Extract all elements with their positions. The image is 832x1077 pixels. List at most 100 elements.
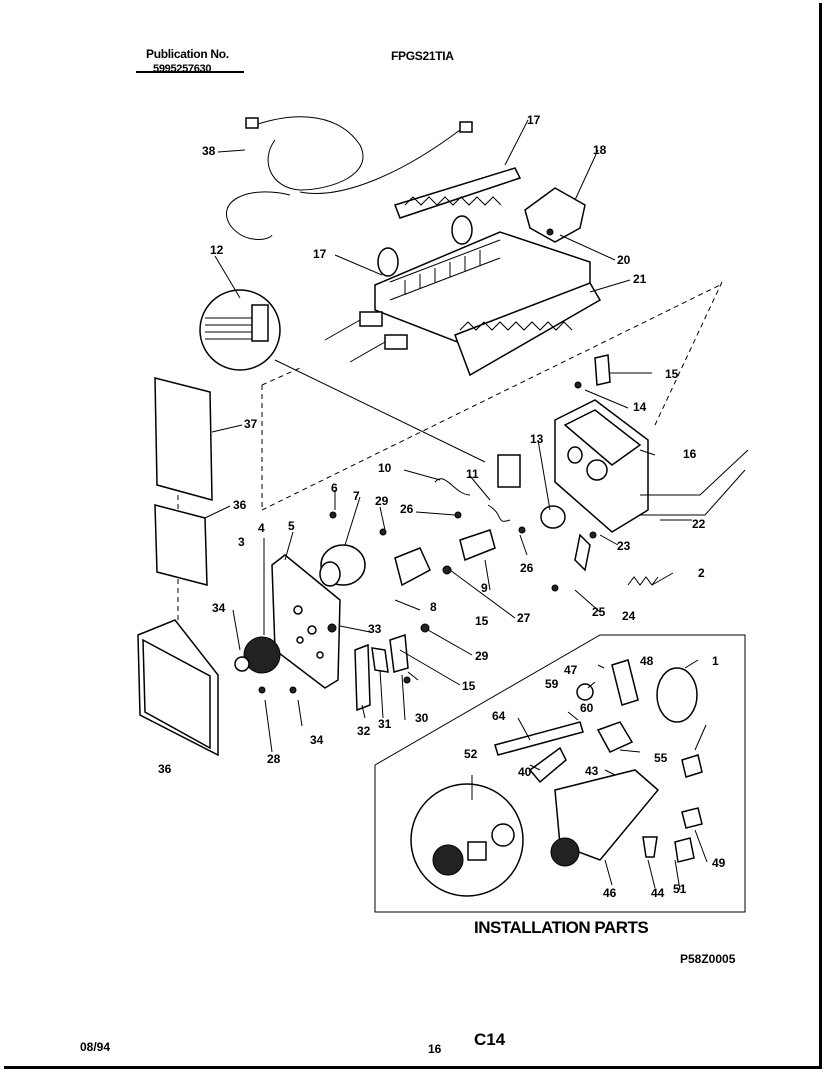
water-valve-part bbox=[550, 769, 660, 867]
part-label: 44 bbox=[651, 886, 665, 900]
bearing-part bbox=[459, 529, 496, 562]
part-label: 20 bbox=[617, 253, 631, 267]
part-label: 1 bbox=[712, 654, 719, 668]
part-label: 55 bbox=[654, 751, 668, 765]
grommet-part bbox=[576, 683, 594, 701]
part-label: 14 bbox=[633, 400, 647, 414]
part-label: 22 bbox=[692, 517, 706, 531]
leader-lines bbox=[204, 119, 708, 891]
ejector-part bbox=[394, 167, 522, 219]
connector-inset bbox=[199, 289, 486, 463]
installation-inset-frame bbox=[374, 634, 746, 913]
instruction-card-part bbox=[154, 377, 213, 501]
part-label: 13 bbox=[530, 432, 544, 446]
housing-part bbox=[137, 619, 219, 757]
part-label: 15 bbox=[665, 367, 679, 381]
part-label: 10 bbox=[378, 461, 392, 475]
dashed-outline-upper bbox=[261, 284, 721, 511]
plug-part bbox=[642, 836, 658, 858]
part-label: 8 bbox=[430, 600, 437, 614]
part-label: 48 bbox=[640, 654, 654, 668]
gear-part bbox=[234, 636, 281, 674]
lever-arm-part bbox=[574, 533, 591, 572]
publication-label: Publication No. bbox=[146, 47, 229, 61]
part-label: 16 bbox=[683, 447, 697, 461]
part-label: 36 bbox=[158, 762, 172, 776]
support-plate-part bbox=[271, 554, 341, 689]
header-rule bbox=[136, 71, 244, 73]
control-housing-part bbox=[554, 399, 749, 533]
part-label: 34 bbox=[310, 733, 324, 747]
model-number: FPGS21TIA bbox=[391, 49, 454, 63]
footer-section-code: C14 bbox=[474, 1030, 506, 1049]
part-label: 52 bbox=[464, 747, 478, 761]
page-frame bbox=[4, 3, 822, 1069]
switch-part bbox=[594, 354, 611, 386]
part-label: 18 bbox=[593, 143, 607, 157]
clamp-part bbox=[681, 807, 703, 829]
part-label: 7 bbox=[353, 489, 360, 503]
compression-nut-part bbox=[596, 721, 634, 753]
valve-detail-inset bbox=[410, 783, 524, 897]
dashed-outline-right bbox=[654, 281, 723, 426]
part-label: 11 bbox=[466, 467, 479, 481]
part-label: 32 bbox=[357, 724, 371, 738]
part-label: 12 bbox=[210, 243, 224, 257]
part-label: 30 bbox=[415, 711, 429, 725]
tubing-clamp-part bbox=[656, 667, 698, 723]
motor-part bbox=[319, 544, 366, 587]
clamp-part bbox=[681, 754, 703, 778]
part-label: 3 bbox=[238, 535, 245, 549]
spring-clip-part bbox=[434, 478, 471, 496]
part-label: 33 bbox=[368, 622, 382, 636]
part-label: 26 bbox=[520, 561, 534, 575]
part-label: 64 bbox=[492, 709, 506, 723]
part-labels: 38 17 18 20 17 21 12 15 14 37 16 36 10 1… bbox=[158, 113, 726, 900]
switch-part bbox=[389, 633, 409, 673]
card-part bbox=[154, 504, 208, 586]
part-label: 15 bbox=[462, 679, 476, 693]
bracket-part bbox=[524, 187, 586, 243]
part-label: 43 bbox=[585, 764, 599, 778]
part-label: 36 bbox=[233, 498, 247, 512]
part-label: 6 bbox=[331, 481, 338, 495]
part-label: 29 bbox=[375, 494, 389, 508]
part-label: 24 bbox=[622, 609, 636, 623]
wire-clip-part bbox=[487, 504, 511, 522]
part-label: 47 bbox=[564, 663, 578, 677]
cable-clip-part bbox=[674, 837, 695, 863]
part-label: 23 bbox=[617, 539, 631, 553]
footer-page-number: 16 bbox=[428, 1042, 442, 1056]
part-label: 21 bbox=[633, 272, 647, 286]
part-label: 17 bbox=[313, 247, 327, 261]
part-label: 17 bbox=[527, 113, 541, 127]
part-label: 31 bbox=[378, 717, 392, 731]
screws bbox=[258, 228, 597, 694]
footer-date: 08/94 bbox=[80, 1040, 111, 1054]
part-label: 4 bbox=[258, 521, 265, 535]
part-label: 37 bbox=[244, 417, 258, 431]
spring-part bbox=[627, 576, 659, 586]
shield-part bbox=[454, 282, 602, 377]
part-label: 46 bbox=[603, 886, 617, 900]
part-label: 51 bbox=[673, 882, 687, 896]
fitting-part bbox=[528, 746, 567, 784]
part-label: 27 bbox=[517, 611, 531, 625]
switch-part bbox=[394, 547, 431, 587]
part-label: 2 bbox=[698, 566, 705, 580]
bracket-part bbox=[611, 659, 639, 706]
part-label: 34 bbox=[212, 601, 226, 615]
wire-harness-part bbox=[226, 116, 473, 240]
part-label: 26 bbox=[400, 502, 414, 516]
part-label: 25 bbox=[592, 605, 606, 619]
terminal-block-part bbox=[497, 454, 521, 488]
arm-part bbox=[371, 647, 389, 673]
lever-part bbox=[354, 643, 371, 712]
part-label: 38 bbox=[202, 144, 216, 158]
thermostat-part bbox=[540, 505, 566, 529]
ice-mold-part bbox=[324, 215, 591, 363]
part-label: 15 bbox=[475, 614, 489, 628]
part-label: 5 bbox=[288, 519, 295, 533]
part-label: 59 bbox=[545, 677, 559, 691]
